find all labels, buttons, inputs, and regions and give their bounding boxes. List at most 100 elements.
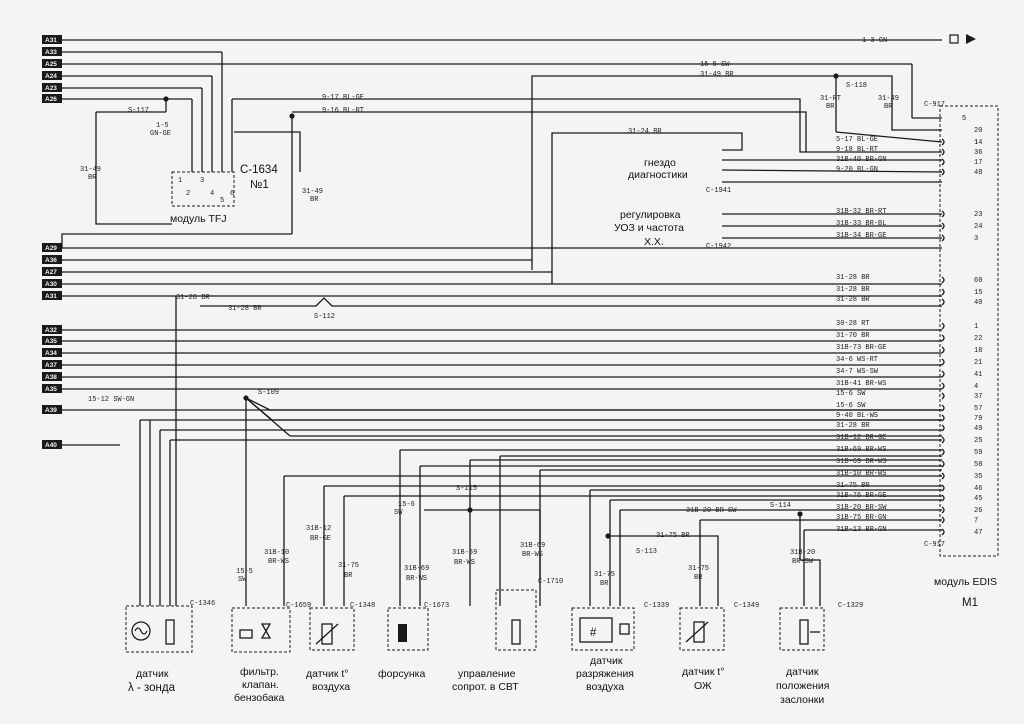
comp-purge-label-1: фильтр. — [240, 666, 279, 678]
comp-tps-label-2: положения — [776, 680, 829, 692]
pin-contact-21 — [941, 448, 945, 456]
lower-code-10b: BR-WS — [522, 551, 543, 559]
edis-pin-26: 26 — [974, 507, 982, 515]
wire-s115 — [424, 509, 541, 580]
edis-module-sub: М1 — [962, 597, 978, 609]
wire-s118b — [835, 131, 943, 143]
connector-c1659: C-1659 — [286, 602, 311, 610]
injector-coil-icon — [398, 624, 407, 642]
right-wire-code-21: 31B-69 BR-WS — [836, 446, 886, 454]
wire-9-17 — [232, 98, 942, 153]
right-wire-code-16: 15-6 SW — [836, 390, 866, 398]
pin-contact-13 — [941, 358, 945, 366]
left-tag-low-0-label: A32 — [45, 327, 57, 334]
right-wire-code-10: 30-28 RT — [836, 320, 870, 328]
left-tag-low-5-label: A35 — [45, 386, 57, 393]
connector-c1941: C-1941 — [706, 187, 731, 195]
tfj-module-label: модуль TFJ — [170, 213, 227, 225]
components-layer: C-1346 датчик λ - зонда C-1659 фильтр. к… — [125, 578, 863, 706]
connector-c917-top: C-917 — [924, 101, 945, 109]
left-tag-top-3: A24 — [42, 71, 62, 80]
component-injector: C-1673 форсунка — [378, 602, 449, 680]
right-wire-code-15: 31B-41 BR-WS — [836, 380, 886, 388]
edis-pin-3: 48 — [974, 169, 982, 177]
left-tag-low-1: A35 — [42, 336, 62, 345]
left-tag-mid-2-label: A27 — [45, 269, 57, 276]
left-tag-low-2: A34 — [42, 348, 62, 357]
lower-code-6: 15-5 — [236, 568, 253, 576]
left-tag-top-0: A31 — [42, 35, 62, 44]
right-wire-code-20: 31B-12 BR-GE — [836, 434, 886, 442]
pressure-symbol: # — [590, 627, 597, 639]
connector-c1329: C-1329 — [838, 602, 863, 610]
uoz-label-2: УОЗ и частота — [614, 222, 684, 234]
right-wire-code-1: 9-18 BL-RT — [836, 146, 878, 154]
left-tag-top-1: A33 — [42, 47, 62, 56]
output-arrow-icon — [949, 34, 976, 44]
left-tag-top-5: A26 — [42, 94, 62, 103]
tfj-right-wire-color: BR — [310, 196, 319, 204]
right-wire-code-2: 31B-40 BR-GN — [836, 156, 886, 164]
wire-code-v4: BR — [884, 103, 893, 111]
tfj-pin-6: 6 — [230, 190, 234, 198]
pin-contact-11 — [941, 334, 945, 342]
comp-tps-label-3: заслонки — [780, 694, 824, 706]
right-wire-code-19: 31-28 BR — [836, 422, 870, 430]
edis-pin-2: 17 — [974, 159, 982, 167]
right-wire-code-0: 5-17 BL-GE — [836, 136, 878, 144]
splice-s109: S-109 — [258, 389, 279, 397]
left-tag-low-0: A32 — [42, 325, 62, 334]
edis-module-label: модуль EDIS — [934, 576, 997, 588]
right-wire-code-28: 31B-13 BR-GN — [836, 526, 886, 534]
left-tag-top-5-label: A26 — [45, 96, 57, 103]
pin-contact-6 — [941, 234, 945, 242]
pin-contact-25 — [941, 494, 945, 502]
connector-c917-bottom: C-917 — [924, 541, 945, 549]
wire-code-top-2: 15-5 SW — [700, 61, 730, 69]
wire-s114 — [799, 514, 821, 606]
comp-vac-label-2: разряжения — [576, 668, 634, 680]
tfj-pin-5: 5 — [220, 197, 224, 205]
comp-purge-label-3: бензобака — [234, 692, 285, 704]
left-tag-top-0-label: A31 — [45, 37, 57, 44]
comp-tps-label-1: датчик — [786, 666, 819, 678]
pin-contact-5 — [941, 222, 945, 230]
lower-code-9b: BR-WS — [454, 559, 475, 567]
left-tag-mid-1-label: A36 — [45, 257, 57, 264]
right-wire-code-8: 31-28 BR — [836, 286, 870, 294]
tfj-wire-code: 1-5 — [156, 122, 169, 130]
pin-contact-1 — [941, 148, 945, 156]
uoz-label-1: регулировка — [620, 209, 681, 221]
connector-c1348: C-1348 — [350, 602, 375, 610]
wire-code-v3: BR — [826, 103, 835, 111]
left-tag-mid-0: A29 — [42, 243, 62, 252]
lower-code-8b: BR-WS — [406, 575, 427, 583]
lower-code-5b: BR-WS — [268, 558, 289, 566]
left-tag-low-4: A38 — [42, 372, 62, 381]
right-wire-code-4: 31B-32 BR-RT — [836, 208, 886, 216]
left-tag-mid-3: A30 — [42, 279, 62, 288]
tfj-subtitle: №1 — [250, 179, 269, 191]
right-wire-code-3: 9-20 BL-GN — [836, 166, 878, 174]
pin-contact-20 — [941, 436, 945, 444]
tfj-left-wire: 31-49 — [80, 166, 101, 174]
left-tag-low-6-label: A39 — [45, 407, 57, 414]
right-wire-code-12: 31B-73 BR-GE — [836, 344, 886, 352]
left-tag-top-3-label: A24 — [45, 73, 57, 80]
component-lambda-sensor: C-1346 датчик λ - зонда — [125, 600, 215, 694]
uoz-label-3: Х.Х. — [644, 236, 664, 248]
pin-contact-17 — [941, 404, 945, 412]
lower-code-13b: BR-SW — [792, 558, 814, 566]
pin-contact-7 — [941, 276, 945, 284]
right-wire-code-25: 31B-76 BR-GE — [836, 492, 886, 500]
pin-contact-9 — [941, 298, 945, 306]
right-wire-code-27: 31B-75 BR-GN — [836, 514, 886, 522]
component-throttle-position-sensor: C-1329 датчик положения заслонки — [776, 602, 863, 706]
edis-pin-27: 7 — [974, 517, 978, 525]
right-wire-code-7: 31-28 BR — [836, 274, 870, 282]
pin-contact-18 — [941, 414, 945, 422]
pin-contact-16 — [941, 392, 945, 400]
component-cbt-resistor: C-1710 управление сопрот. в СВТ — [452, 578, 563, 693]
pin-contact-0 — [941, 138, 945, 146]
